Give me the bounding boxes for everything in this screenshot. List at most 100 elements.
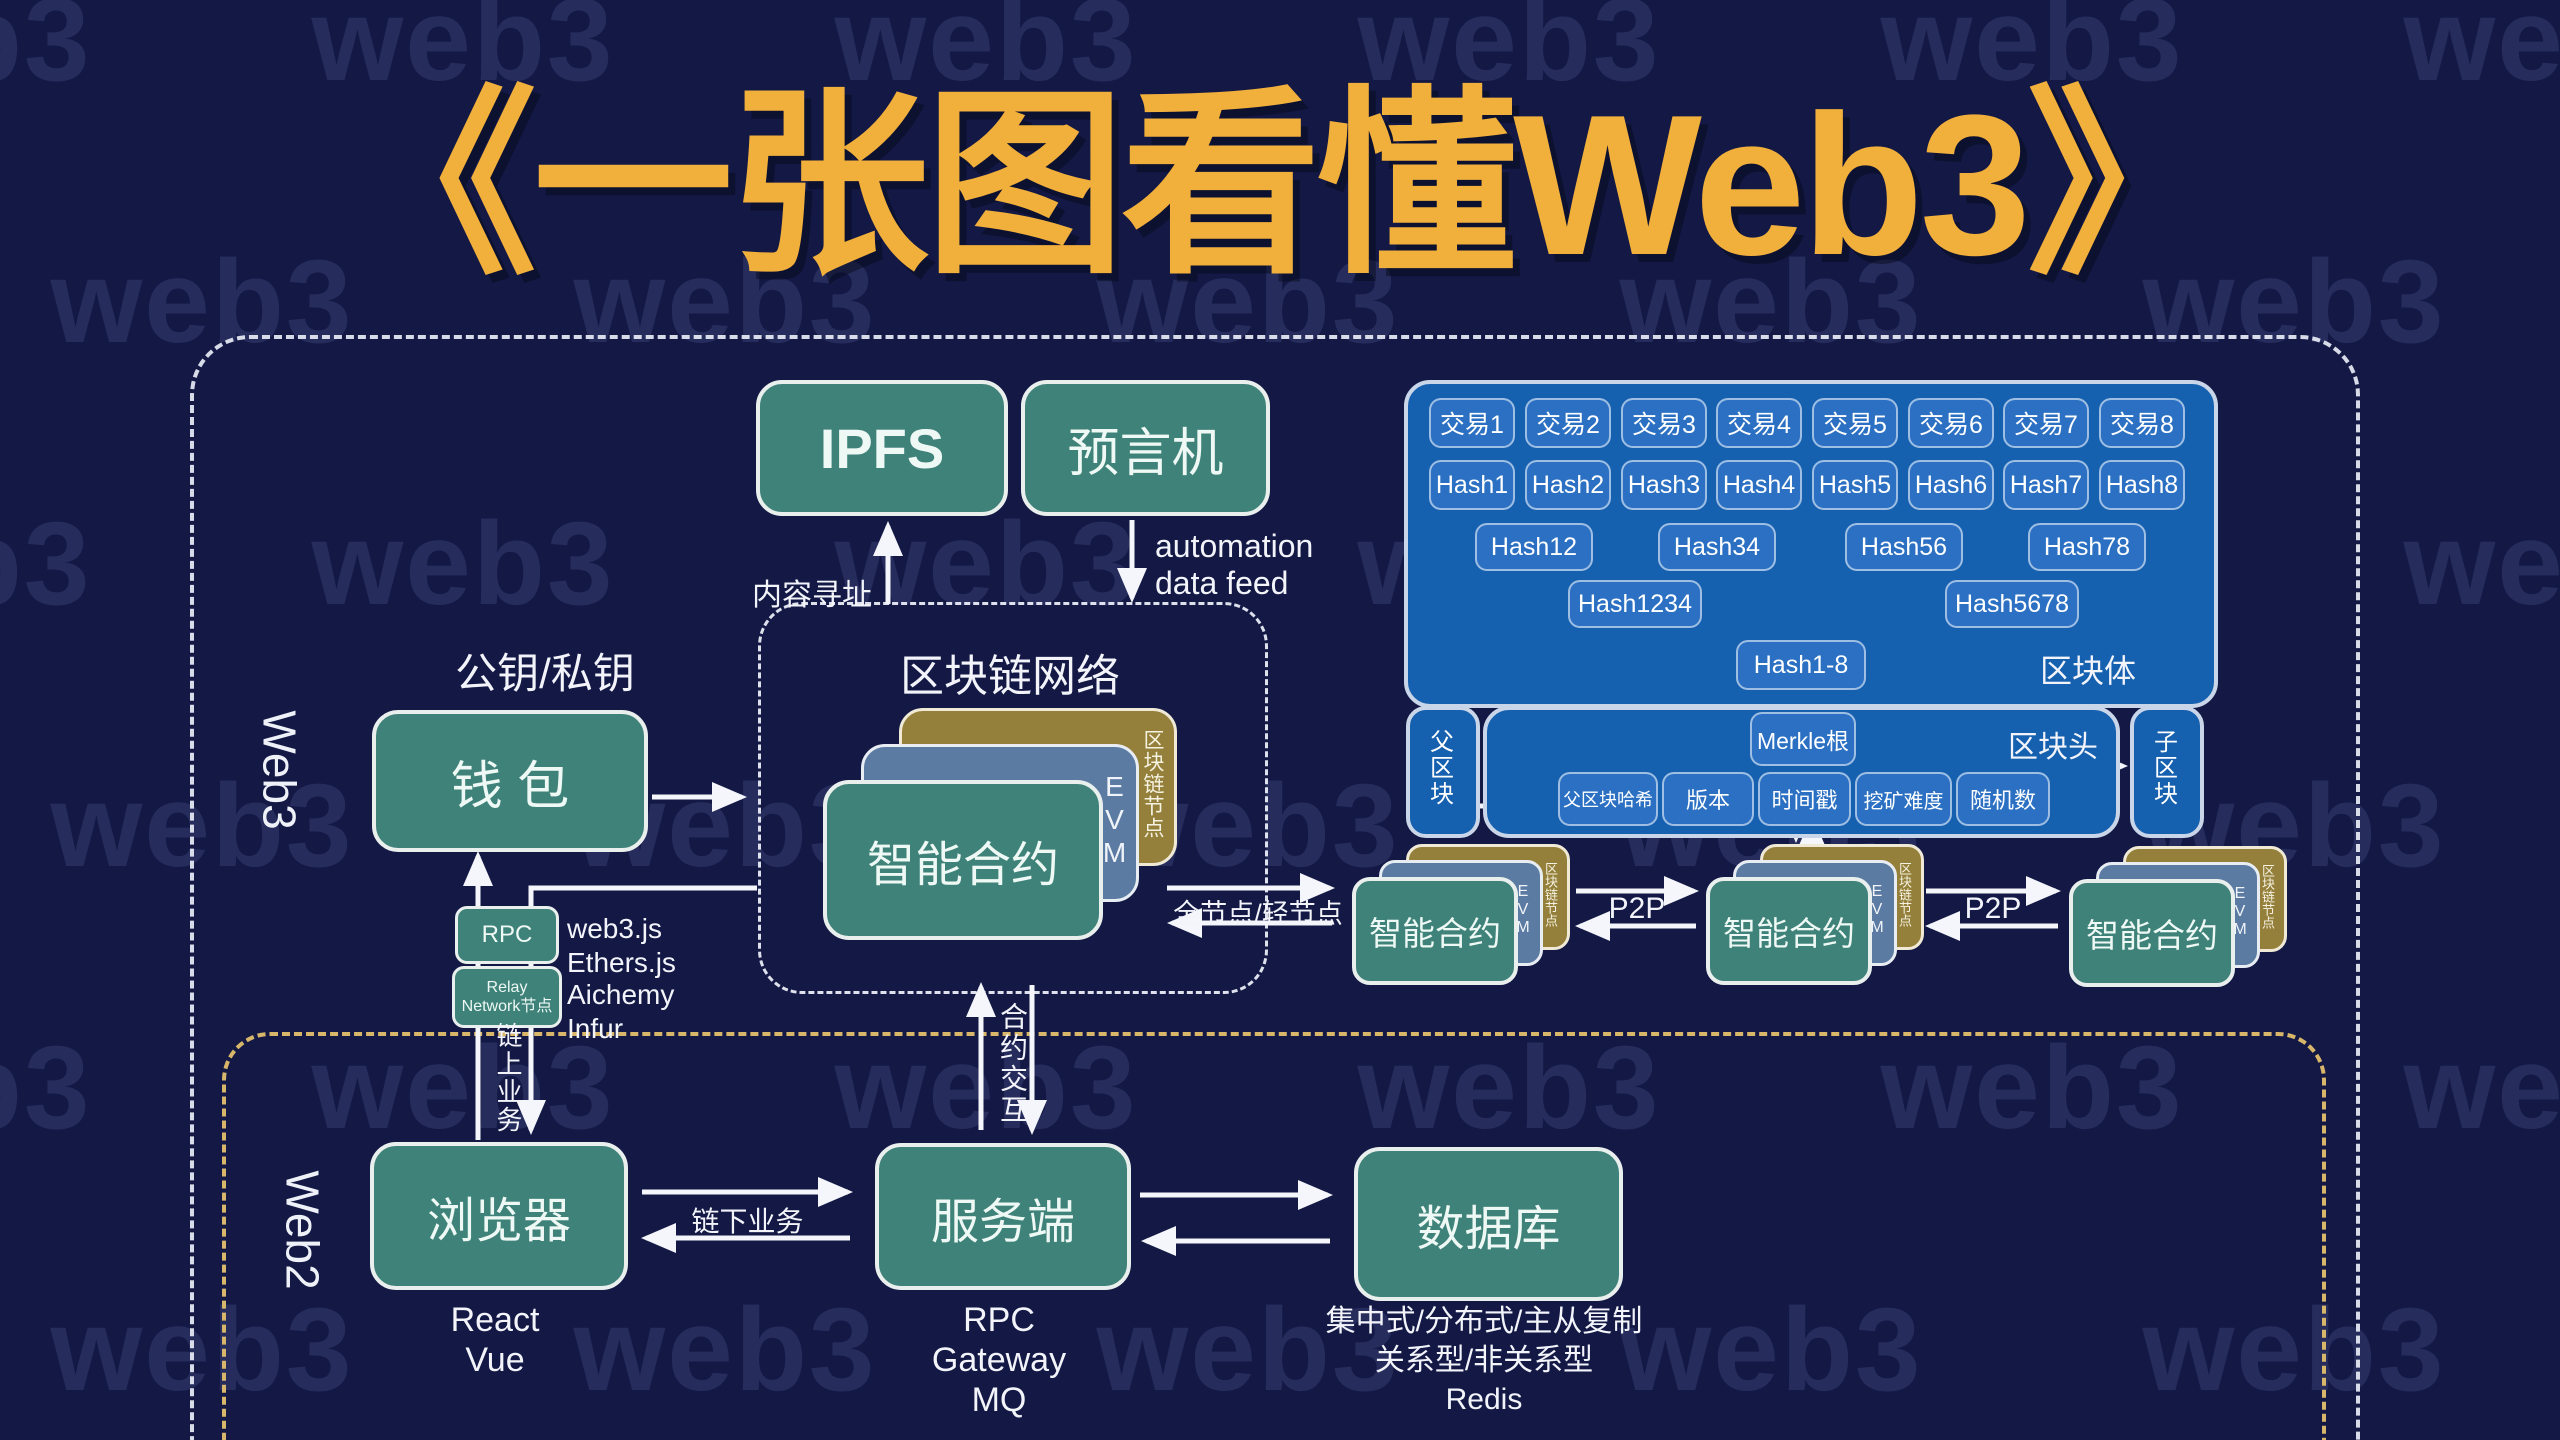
evm-label: EVM <box>1099 770 1130 870</box>
watermark-text: web3 <box>1096 1284 1400 1416</box>
header-field: 父区块哈希 <box>1558 772 1658 826</box>
database-box: 数据库 <box>1354 1147 1623 1301</box>
p2p-label: P2P <box>1608 892 1666 925</box>
watermark-text: web3 <box>2403 1022 2560 1154</box>
watermark-text: web3 <box>1096 236 1400 368</box>
node-label: 区块链节点 <box>2260 863 2275 929</box>
watermark-text: web3 <box>0 1022 92 1154</box>
tx-box: 交易2 <box>1525 398 1611 448</box>
block-body-label: 区块体 <box>2040 653 2137 689</box>
watermark-text: web3 <box>0 0 92 106</box>
content-addressing-label: 内容寻址 <box>752 579 872 612</box>
watermark-text: web3 <box>1357 0 1661 106</box>
hash-box: Hash2 <box>1525 460 1611 510</box>
tx-box: 交易3 <box>1621 398 1707 448</box>
watermark-text: web3 <box>1880 0 2184 106</box>
watermark-text: web3 <box>834 0 1138 106</box>
rpc-box: RPC <box>455 906 559 964</box>
merkle-root-box: Merkle根 <box>1750 712 1856 766</box>
parent-block-box <box>1406 706 1480 838</box>
wallet-box: 钱 包 <box>372 710 648 852</box>
provider-label: Aichemy Infur <box>567 979 675 1044</box>
keys-label: 公钥/私钥 <box>455 650 635 697</box>
hash-box: Hash4 <box>1716 460 1802 510</box>
network-title: 区块链网络 <box>900 652 1120 701</box>
database-stack-label: 集中式/分布式/主从复制 关系型/非关系型 Redis … … <box>1325 1305 1643 1440</box>
watermark-text: web3 <box>311 0 615 106</box>
oracle-box: 预言机 <box>1021 380 1270 516</box>
block-header-label: 区块头 <box>2008 731 2098 764</box>
tx-box: 交易1 <box>1429 398 1515 448</box>
watermark-text: web3 <box>2403 0 2560 106</box>
hash-pair-box: Hash56 <box>1845 523 1963 571</box>
onchain-label: 链上业务 <box>493 1022 523 1134</box>
parent-block-label: 父区块 <box>1425 729 1453 807</box>
browser-stack-label: React Vue <box>450 1301 540 1379</box>
hash-box: Hash7 <box>2003 460 2089 510</box>
node-label: 区块链节点 <box>1897 861 1912 927</box>
hash-box: Hash8 <box>2099 460 2185 510</box>
smart-contract-node: 智能合约 <box>2069 879 2235 987</box>
p2p-label: P2P <box>1964 892 2022 925</box>
child-block-box <box>2130 706 2204 838</box>
web3-zone-label: Web3 <box>254 710 306 830</box>
hash-box: Hash5 <box>1812 460 1898 510</box>
browser-box: 浏览器 <box>370 1142 628 1290</box>
watermark-text: web3 <box>573 1284 877 1416</box>
node-label: 区块链节点 <box>1543 861 1558 927</box>
contract-interaction-label: 合约交互 <box>997 1002 1028 1126</box>
watermark-text: web3 <box>834 1022 1138 1154</box>
smart-contract-node: 智能合约 <box>1706 877 1872 985</box>
watermark-text: web3 <box>50 236 354 368</box>
hash-pair-box: Hash34 <box>1658 523 1776 571</box>
watermark-text: web3 <box>1619 236 1923 368</box>
web2-zone-label: Web2 <box>277 1170 329 1290</box>
tx-box: 交易4 <box>1716 398 1802 448</box>
watermark-text: web3 <box>1357 1022 1661 1154</box>
header-field: 挖矿难度 <box>1855 772 1952 826</box>
tx-box: 交易8 <box>2099 398 2185 448</box>
header-field: 时间戳 <box>1758 772 1851 826</box>
server-stack-label: RPC Gateway MQ <box>931 1301 1067 1419</box>
watermark-text: web3 <box>50 1284 354 1416</box>
watermark-text: web3 <box>50 760 354 892</box>
fullnode-label: 全节点/轻节点 <box>1173 899 1343 929</box>
hash-box: Hash1 <box>1429 460 1515 510</box>
watermark-text: web3 <box>1619 1284 1923 1416</box>
hash-pair-box: Hash12 <box>1475 523 1593 571</box>
watermark-text: web3 <box>2142 1284 2446 1416</box>
watermark-text: web3 <box>573 236 877 368</box>
hash-quad-box: Hash1234 <box>1568 580 1702 628</box>
tx-box: 交易6 <box>1908 398 1994 448</box>
node-label: 区块链节点 <box>1141 729 1164 839</box>
automation-label: automation data feed <box>1155 528 1314 601</box>
evm-label: EVM <box>1868 883 1886 937</box>
web3-zone-border <box>190 335 2360 1440</box>
watermark-text: web3 <box>2403 498 2560 630</box>
hash-box: Hash6 <box>1908 460 1994 510</box>
header-field: 随机数 <box>1956 772 2050 826</box>
web2-zone-border <box>222 1032 2326 1440</box>
offchain-label: 链下业务 <box>691 1206 804 1237</box>
evm-label: EVM <box>1514 883 1532 937</box>
child-block-label: 子区块 <box>2149 729 2177 807</box>
watermark-text: web3 <box>311 498 615 630</box>
web3js-label: web3.js Ethers.js <box>567 913 676 978</box>
hash-root-box: Hash1-8 <box>1736 640 1866 690</box>
server-box: 服务端 <box>875 1143 1131 1290</box>
watermark-text: web3 <box>834 498 1138 630</box>
ipfs-box: IPFS <box>756 380 1008 516</box>
hash-pair-box: Hash78 <box>2028 523 2146 571</box>
evm-label: EVM <box>2231 885 2249 939</box>
hash-box: Hash3 <box>1621 460 1707 510</box>
tx-box: 交易5 <box>1812 398 1898 448</box>
blockchain-network-border <box>758 602 1268 994</box>
hash-quad-box: Hash5678 <box>1945 580 2079 628</box>
smart-contract-node: 智能合约 <box>1352 877 1518 985</box>
watermark-text: web3 <box>0 498 92 630</box>
watermark-text: web3 <box>2142 236 2446 368</box>
header-field: 版本 <box>1662 772 1754 826</box>
smart-contract-box: 智能合约 <box>823 780 1103 940</box>
